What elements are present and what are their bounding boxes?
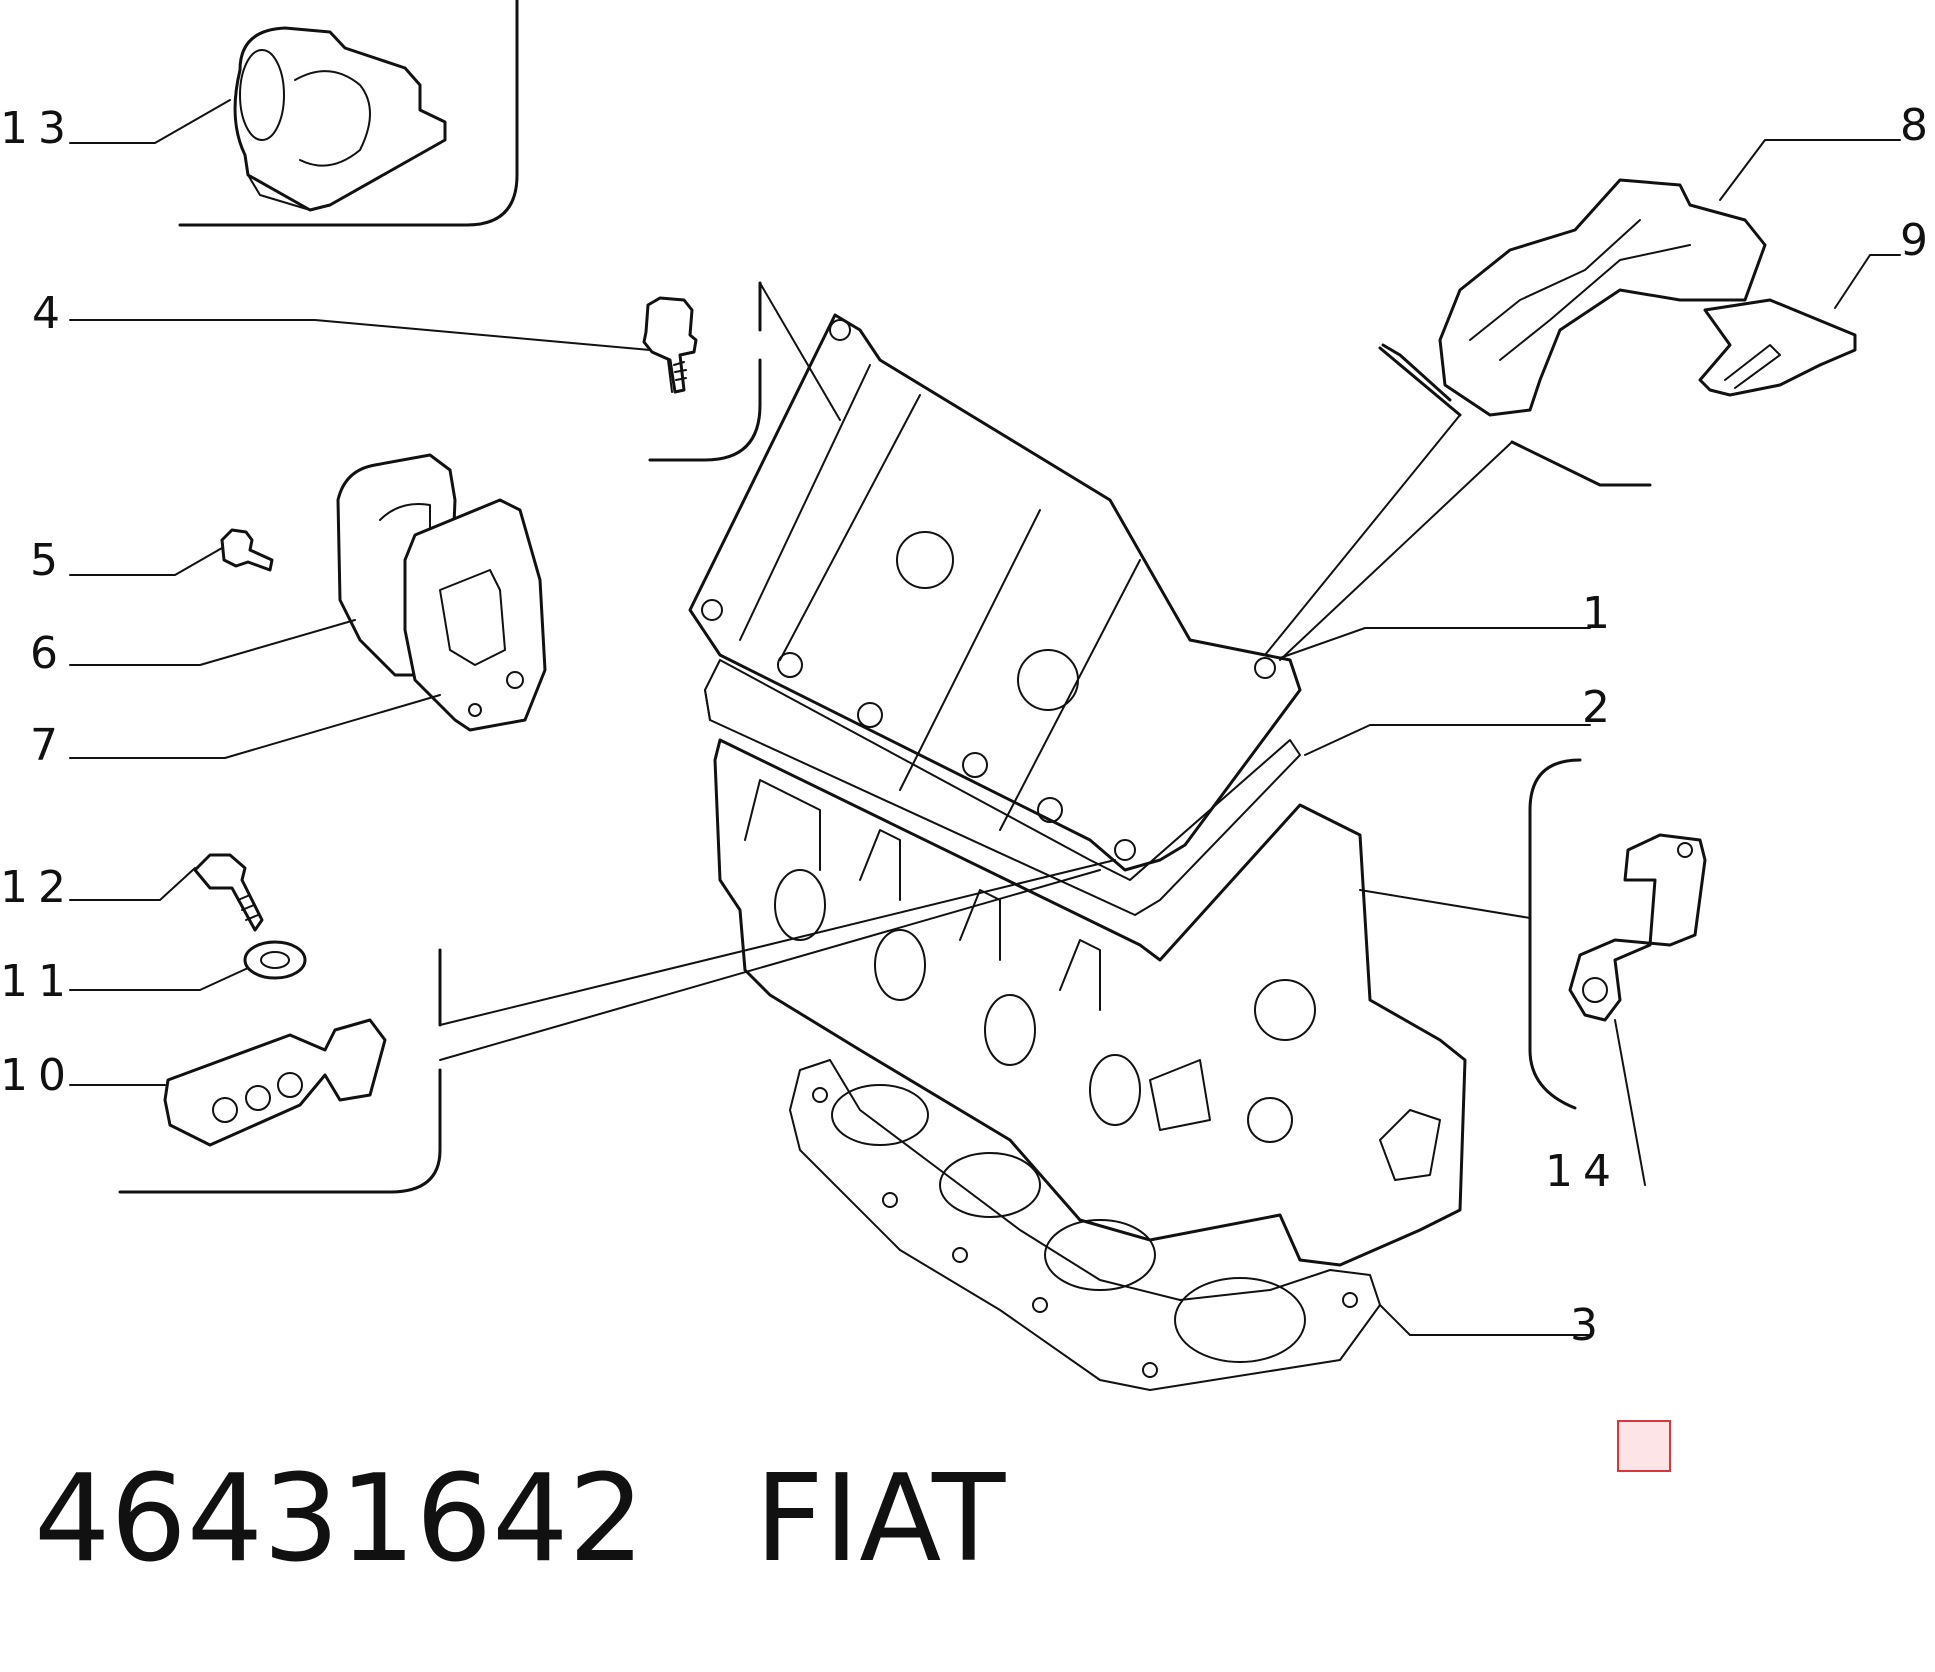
marker-box <box>1617 1420 1671 1472</box>
part-14-bracket <box>1568 833 1707 1022</box>
brand-name: FIAT <box>754 1450 1006 1589</box>
part-12-bolt <box>193 853 264 932</box>
part-number: 46431642 <box>34 1450 645 1589</box>
callout-8: 8 <box>1900 100 1935 151</box>
callout-2: 2 <box>1582 682 1620 733</box>
part-9-bracket <box>1698 298 1857 397</box>
callout-6: 6 <box>30 628 68 679</box>
callout-10: 10 <box>0 1050 76 1101</box>
part-7-gasket <box>403 498 547 732</box>
callout-3: 3 <box>1570 1300 1608 1351</box>
part-5-screw <box>220 528 274 572</box>
callout-13: 13 <box>0 103 76 154</box>
part-10-clip <box>163 1018 387 1147</box>
callout-11: 11 <box>0 956 76 1007</box>
callout-5: 5 <box>30 535 68 586</box>
callout-14: 14 <box>1545 1146 1621 1197</box>
leader-lines <box>69 99 1901 1336</box>
cylinder-head-block <box>713 738 1467 1267</box>
part-3-head-gasket <box>789 1059 1381 1391</box>
part-1-head-cover <box>688 313 1302 872</box>
callout-labels: 13 4 5 6 7 12 11 10 1 2 3 8 9 14 <box>0 100 1935 1351</box>
callout-1: 1 <box>1582 588 1620 639</box>
part-4-bolt <box>642 296 698 394</box>
group-brackets <box>118 0 1652 1194</box>
part-2-cover-gasket <box>704 659 1301 916</box>
part-8-shroud <box>1438 178 1767 417</box>
callout-12: 12 <box>0 862 76 913</box>
callout-7: 7 <box>30 720 68 771</box>
part-13-clamp <box>233 26 447 212</box>
callout-4: 4 <box>32 288 70 339</box>
callout-9: 9 <box>1900 215 1935 266</box>
part-11-washer <box>243 940 307 980</box>
